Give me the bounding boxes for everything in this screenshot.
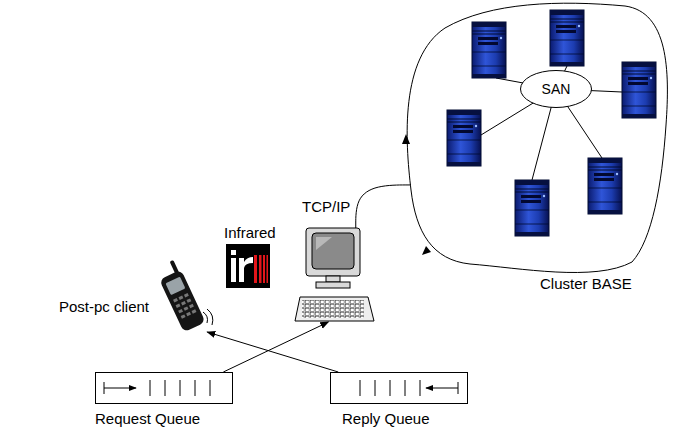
art-part xyxy=(588,158,622,214)
art-part xyxy=(447,110,481,166)
art-part xyxy=(515,180,549,236)
art-part xyxy=(312,233,354,269)
art-part xyxy=(173,298,178,302)
queue-outline xyxy=(330,372,468,404)
cluster-servers xyxy=(447,10,656,236)
art-part xyxy=(254,255,257,283)
caption-label: Post-pc client xyxy=(59,298,149,316)
art-part xyxy=(186,312,191,316)
reply-queue: Reply Queue xyxy=(330,372,468,404)
art-part xyxy=(263,255,265,283)
art-part xyxy=(178,296,183,300)
art-part xyxy=(192,309,197,313)
art-part xyxy=(422,246,431,255)
queue-slot xyxy=(210,380,211,396)
art-part xyxy=(186,298,191,302)
queue-slot xyxy=(405,380,406,396)
queue-slot xyxy=(390,380,391,396)
queue-slot xyxy=(165,380,166,396)
edge-label: TCP/IP xyxy=(300,198,352,216)
art-part xyxy=(306,228,360,276)
caption-label: Request Queue xyxy=(95,410,200,428)
outline-arrows xyxy=(402,134,431,255)
art-part xyxy=(231,250,236,255)
computer-node xyxy=(298,225,374,325)
infrared-logo xyxy=(226,244,270,288)
art-part xyxy=(426,388,458,389)
art-part xyxy=(181,314,186,318)
queue-slot xyxy=(375,380,376,396)
queue-slot xyxy=(180,380,181,396)
san-ellipse: SAN xyxy=(520,70,592,108)
art-part xyxy=(295,297,374,321)
art-part xyxy=(184,306,189,310)
queue-outline xyxy=(95,372,233,404)
art-part xyxy=(207,309,213,325)
art-part xyxy=(159,270,205,333)
queue-slot xyxy=(360,380,361,396)
art-part xyxy=(203,312,208,323)
art-part xyxy=(231,258,236,282)
art-part xyxy=(104,382,105,394)
connector xyxy=(356,185,411,228)
art-part xyxy=(259,255,262,283)
signal-waves xyxy=(203,309,213,325)
art-part xyxy=(622,62,656,118)
art-part xyxy=(316,237,332,250)
art-part xyxy=(550,10,584,66)
art-part xyxy=(181,301,186,305)
caption-label: Reply Queue xyxy=(342,410,430,428)
art-part xyxy=(189,304,194,308)
computer-icon xyxy=(295,228,374,321)
queue-box xyxy=(96,373,233,404)
art-part xyxy=(402,134,410,144)
art-part xyxy=(173,293,196,319)
request-queue: Request Queue xyxy=(95,372,233,404)
art-part xyxy=(226,244,270,288)
cluster-region: SAN Cluster BASE xyxy=(398,5,668,300)
queue-slot xyxy=(195,380,196,396)
art-part xyxy=(472,22,506,78)
client-icon: Post-pc client xyxy=(155,268,213,334)
art-part xyxy=(458,382,459,394)
art-part xyxy=(267,255,269,283)
node-label: SAN xyxy=(542,80,571,98)
phone-icon xyxy=(154,259,205,333)
queue-slot xyxy=(420,380,421,396)
queue-box xyxy=(331,373,468,404)
queue-slot xyxy=(150,380,151,396)
art-part xyxy=(326,276,340,282)
art-part xyxy=(176,304,181,308)
art-part xyxy=(239,257,253,282)
caption-label: Infrared xyxy=(224,224,276,242)
art-part xyxy=(165,277,185,296)
connector xyxy=(207,332,338,372)
san-shape xyxy=(521,71,592,108)
infrared-icon: Infrared xyxy=(222,222,278,292)
art-part xyxy=(104,388,136,389)
caption-label: Cluster BASE xyxy=(540,275,632,293)
cluster-outline-path xyxy=(407,3,667,272)
art-part xyxy=(316,282,350,288)
art-part xyxy=(184,293,189,297)
art-part xyxy=(302,300,364,318)
art-part xyxy=(178,309,183,313)
